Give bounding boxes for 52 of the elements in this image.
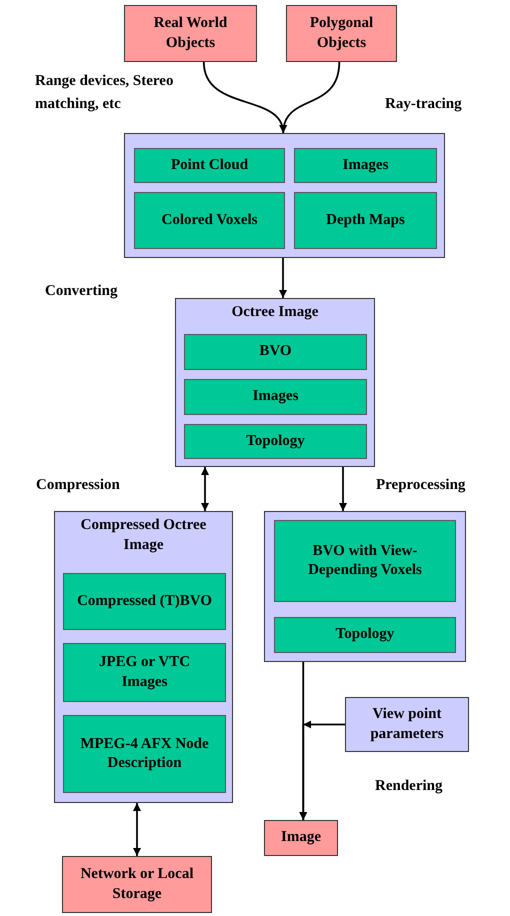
- node-text: Depth Maps: [326, 210, 405, 230]
- terminal-box: [62, 856, 212, 913]
- process-box: [294, 148, 437, 183]
- process-box: [274, 617, 456, 653]
- node-text: JPEG or VTC Images: [98, 653, 192, 692]
- terminal-box: [286, 5, 397, 62]
- terminal-box: [124, 5, 257, 62]
- arrow: [280, 62, 340, 134]
- node-text: Compressed (T)BVO: [77, 592, 212, 611]
- node-text: Real World Objects: [152, 14, 228, 52]
- node-text: Polygonal Objects: [308, 14, 374, 52]
- arrow: [299, 720, 345, 820]
- process-box: [134, 148, 285, 183]
- node-text: BVO: [259, 342, 292, 362]
- group-box: [124, 133, 445, 258]
- arrow: [133, 803, 141, 856]
- process-box: [274, 520, 456, 602]
- arrow: [279, 258, 287, 298]
- step-label: Range devices, Stereo matching, etc: [35, 72, 174, 114]
- node-text: Images: [252, 387, 298, 406]
- group-box: [175, 298, 375, 467]
- node-text: Topology: [246, 432, 305, 451]
- node-text: BVO with View-Depending Voxels: [307, 542, 423, 580]
- step-label: Preprocessing: [376, 476, 466, 495]
- arrow: [201, 467, 209, 511]
- step-label: Rendering: [375, 777, 444, 796]
- process-box: [63, 715, 226, 793]
- node-text: View point parameters: [369, 705, 445, 744]
- arrow: [339, 467, 347, 511]
- terminal-box: [264, 820, 338, 856]
- node-text: Point Cloud: [170, 156, 248, 175]
- node-text: Images: [342, 156, 388, 175]
- node-text: Image: [281, 828, 321, 848]
- node-text: Topology: [336, 625, 394, 644]
- group-box: [54, 511, 233, 803]
- node-text: Colored Voxels: [162, 210, 258, 230]
- process-box: [63, 573, 226, 630]
- step-label: Ray-tracing: [385, 95, 463, 114]
- process-box: [345, 697, 469, 752]
- node-text: Network or Local Storage: [79, 865, 195, 904]
- group-box: [264, 511, 466, 662]
- process-box: [63, 643, 226, 702]
- process-box: [294, 192, 437, 249]
- step-label: Compression: [36, 476, 121, 495]
- step-label: Converting: [45, 282, 118, 301]
- group-title: Compressed Octree Image: [80, 516, 208, 554]
- process-box: [184, 334, 367, 370]
- process-box: [134, 192, 285, 249]
- node-text: MPEG-4 AFX Node Description: [79, 734, 210, 773]
- process-box: [184, 379, 367, 415]
- group-title: Octree Image: [230, 303, 320, 322]
- process-box: [184, 424, 367, 459]
